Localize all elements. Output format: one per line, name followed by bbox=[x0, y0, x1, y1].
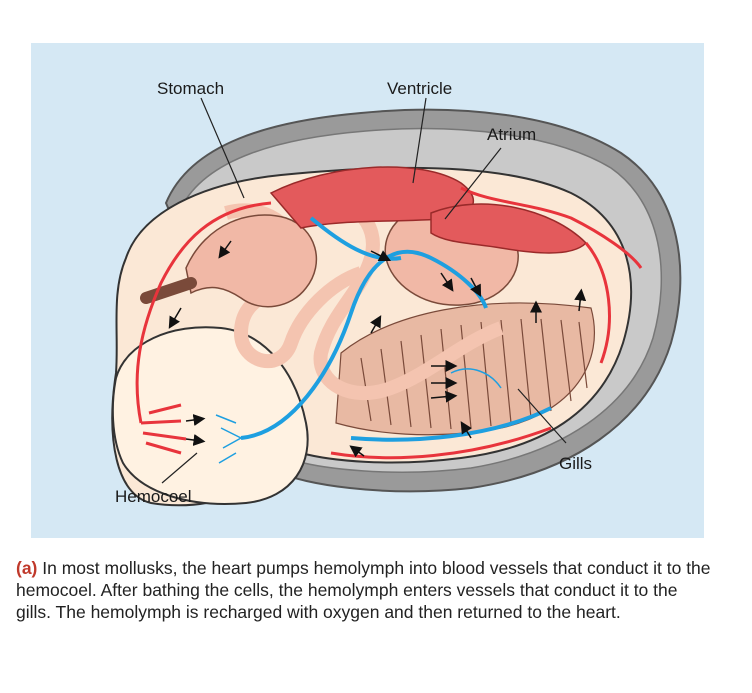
label-ventricle: Ventricle bbox=[387, 79, 453, 98]
flow-arrows bbox=[168, 240, 587, 458]
stomach bbox=[185, 214, 318, 308]
figure-caption: (a) In most mollusks, the heart pumps he… bbox=[16, 557, 716, 623]
label-stomach: Stomach bbox=[157, 79, 225, 98]
deoxygenated-vessels bbox=[240, 216, 552, 442]
leader-lines bbox=[161, 97, 567, 484]
label-gills: Gills bbox=[559, 454, 593, 473]
mollusk-circulation-diagram: Stomach Ventricle Atrium Gills Hemocoel bbox=[31, 43, 704, 538]
caption-letter: (a) bbox=[16, 558, 38, 578]
label-hemocoel: Hemocoel bbox=[115, 487, 192, 506]
diagram-svg bbox=[111, 97, 682, 507]
ventricle bbox=[269, 166, 475, 229]
esophagus bbox=[140, 277, 197, 304]
caption-text: In most mollusks, the heart pumps hemoly… bbox=[16, 558, 711, 622]
atrium bbox=[430, 203, 588, 254]
label-atrium: Atrium bbox=[487, 125, 537, 144]
foot bbox=[111, 326, 309, 505]
